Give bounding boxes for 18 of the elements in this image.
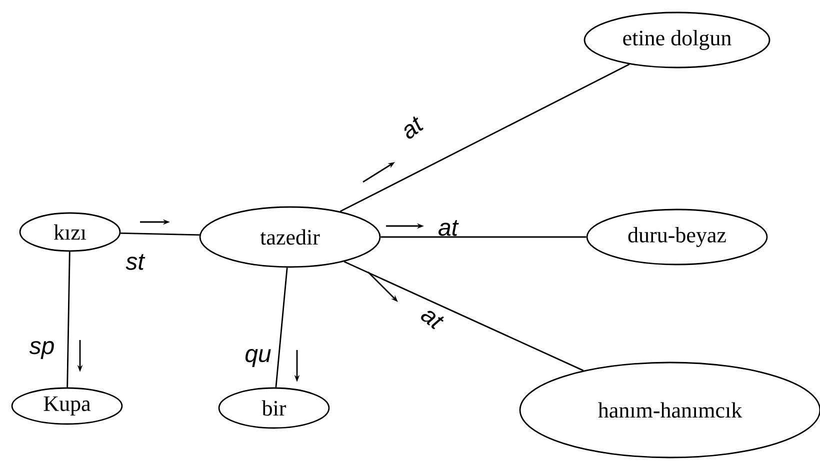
connector-line — [66, 252, 70, 388]
ellipse-node: tazedir — [199, 206, 381, 268]
edge-label: at — [404, 116, 424, 139]
ellipse-node: Kupa — [11, 387, 123, 425]
edge-label: at — [421, 310, 444, 330]
edge-label: sp — [29, 341, 54, 359]
ellipse-node: duru-beyaz — [586, 208, 768, 266]
ellipse-node: bir — [218, 387, 330, 429]
ellipse-node: etine dolgun — [584, 12, 770, 68]
connector-line — [340, 64, 630, 212]
edge-label: st — [126, 254, 146, 270]
ellipse-node: kızı — [19, 212, 121, 252]
edge-label: qu — [245, 349, 271, 367]
edge-label: at — [438, 220, 459, 236]
connector-line — [120, 232, 200, 236]
connector-line — [380, 236, 586, 238]
connector-line — [275, 268, 288, 388]
connector-line — [344, 261, 584, 372]
